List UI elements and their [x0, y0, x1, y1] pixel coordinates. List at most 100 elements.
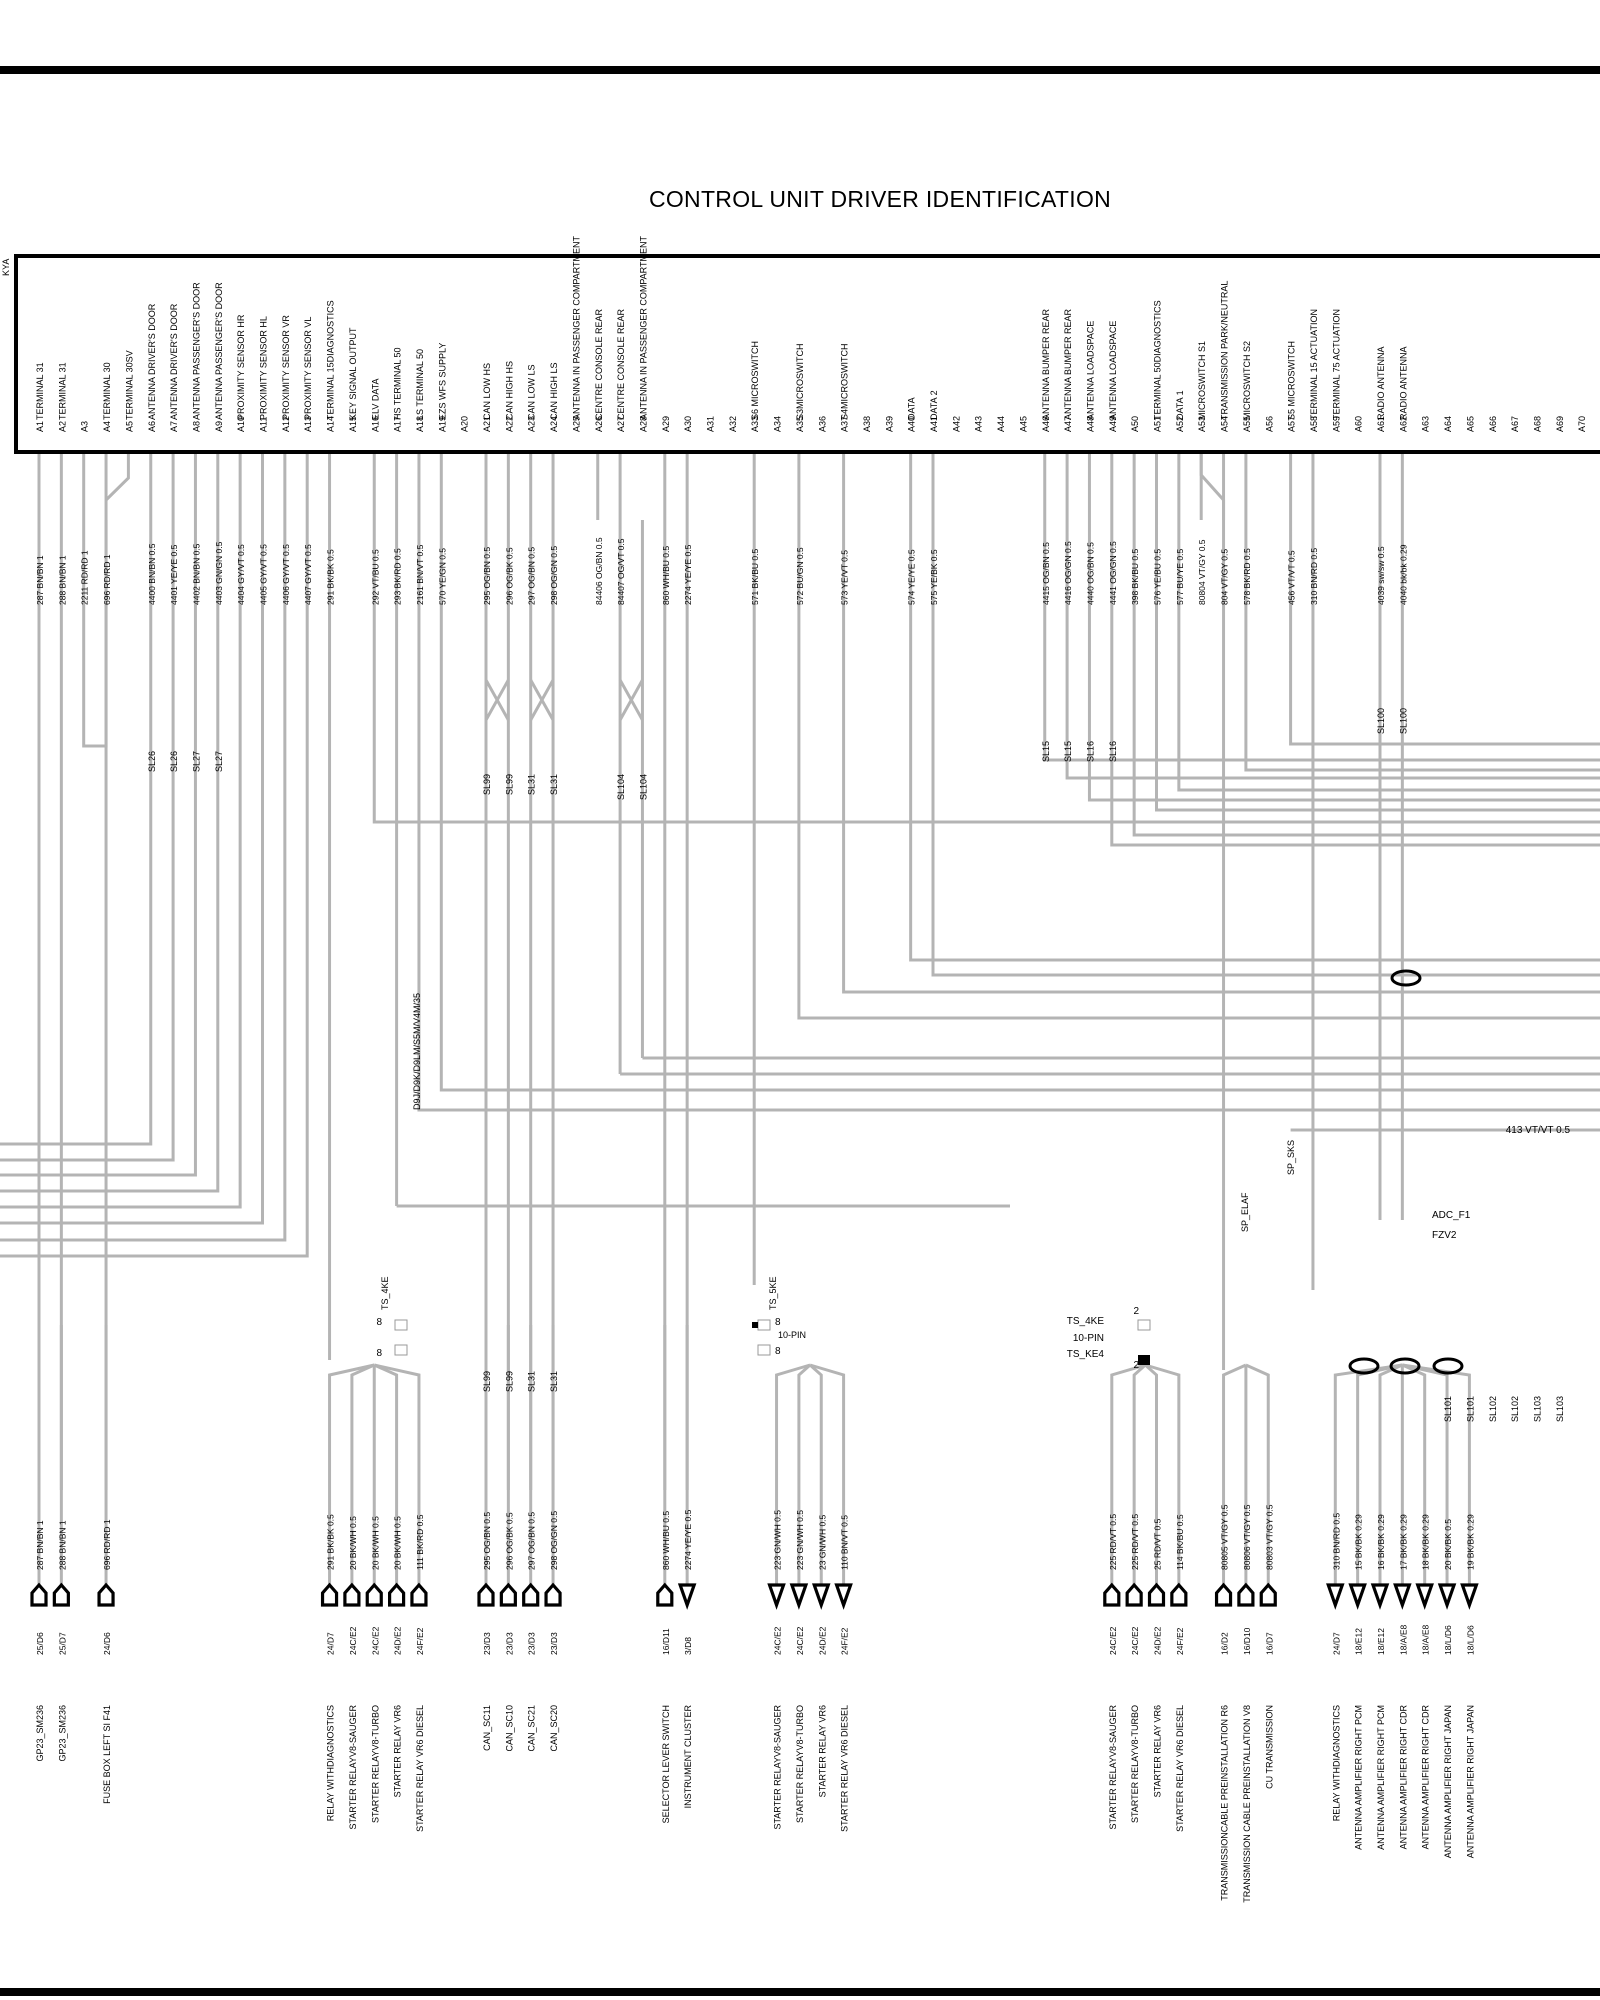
ref-label: 16/D7 [1264, 1632, 1274, 1655]
wire-label: 18 BK/BK 0.29 [1421, 1514, 1431, 1570]
wire-label: 310 BN/RD 0.5 [1309, 548, 1319, 605]
pin-id: A3 [80, 421, 90, 432]
wire-label: 296 OG/BK 0.5 [504, 1512, 514, 1570]
unit-code-label: KYA [1, 259, 11, 276]
ref-label: 18/E12 [1354, 1628, 1364, 1655]
pin-label: S5 MICROSWITCH [1287, 341, 1297, 420]
ref-label: 24C/E2 [1108, 1626, 1118, 1655]
connector-label: 10-PIN [778, 1330, 806, 1340]
destination-label: GP23_SM236 [35, 1705, 45, 1762]
pin-id: A63 [1421, 416, 1431, 432]
bottom-border [0, 1988, 1600, 1996]
ref-label: 25/D6 [35, 1632, 45, 1655]
wire-label: 288 BN/BN 1 [57, 555, 67, 605]
pin-id: A61 [1376, 416, 1386, 432]
connector-arrow-down [1348, 1583, 1367, 1610]
wire-label: 4405 GY/VT 0.5 [259, 544, 269, 605]
pin-number: 8 [376, 1348, 382, 1359]
ref-label: 16/D10 [1242, 1627, 1252, 1655]
pin-id: A12 [281, 416, 291, 432]
splice-point-label: SP_SKS [1286, 1140, 1296, 1175]
pin-number: 2 [1133, 1360, 1139, 1371]
destination-label: ANTENNA AMPLIFIER RIGHT PCM [1354, 1705, 1364, 1850]
pin-id: A37 [840, 416, 850, 432]
pin-id: A7 [169, 421, 179, 432]
shield-oval [1389, 1357, 1421, 1375]
pin-label: CAN LOW HS [482, 363, 492, 420]
wire-label: 15 BK/BK 0.29 [1354, 1514, 1364, 1570]
pin-label: MICROSWITCH S1 [1197, 341, 1207, 420]
wire-label: 84407 OG/VT 0.5 [616, 538, 626, 605]
ref-label: 24D/E2 [393, 1626, 403, 1655]
wire-label: 4039 sw/sw 0.5 [1376, 546, 1386, 605]
pin-label: ANTENNA BUMPER REAR [1041, 308, 1051, 420]
connector-arrow-down [1393, 1583, 1412, 1610]
right-wire [909, 520, 1600, 962]
pin-label: LS TERMINAL 50 [415, 349, 425, 420]
wire-label: 298 OG/GN 0.5 [549, 546, 559, 605]
pin-label: TERMINAL 31 [57, 362, 67, 420]
ref-label: 3/D8 [683, 1637, 693, 1655]
ref-label: 16/D11 [661, 1628, 671, 1655]
destination-label: CAN_SC20 [549, 1705, 559, 1752]
pin-id: A57 [1287, 416, 1297, 432]
pin-id: A31 [706, 416, 716, 432]
ref-label: 24D/E2 [817, 1626, 827, 1655]
pin-id: A17 [393, 416, 403, 432]
sensor-wire [0, 520, 309, 1258]
destination-label: STARTER RELAY VR6 DIESEL [840, 1705, 850, 1832]
destination-label: STARTER RELAYV8-TURBO [1130, 1705, 1140, 1823]
pin-id: A59 [1331, 416, 1341, 432]
destination-label: STARTER RELAY VR6 [817, 1705, 827, 1797]
pin-label: RADIO ANTENNA [1398, 346, 1408, 420]
harness-note: D9J/D9K/D9LM/S5M/V4M/35 [412, 993, 422, 1110]
pin-number: 8 [775, 1346, 781, 1357]
sensor-wire [0, 520, 197, 1177]
ref-label: 16/D2 [1220, 1632, 1230, 1655]
loop-wire [82, 520, 108, 748]
pin-id: A39 [884, 416, 894, 432]
wire-label: 297 OG/BN 0.5 [527, 547, 537, 605]
connector-arrow-down [834, 1583, 853, 1610]
wire-label: 84406 OG/BN 0.5 [594, 537, 604, 605]
wire-label: 20 BK/WH 0.5 [370, 1516, 380, 1570]
pin-label: KEY SIGNAL OUTPUT [348, 327, 358, 420]
splice-label: SL104 [638, 774, 648, 800]
pin-id: A47 [1063, 416, 1073, 432]
wire-label: 19 BK/BK 0.29 [1465, 1514, 1475, 1570]
destination-label: CAN_SC10 [504, 1705, 514, 1752]
splice-label: SL15 [1063, 741, 1073, 762]
splice-label: SL103 [1532, 1396, 1542, 1422]
pin-id: A49 [1108, 416, 1118, 432]
pin-label: S4MICROSWITCH [840, 344, 850, 421]
ref-label: 23/D3 [504, 1632, 514, 1655]
pin-id: A19 [437, 416, 447, 432]
control-unit-box [14, 254, 1600, 454]
connector-arrow-up [343, 1582, 361, 1607]
destination-label: RELAY WITHDIAGNOSTICS [326, 1705, 336, 1821]
splice-label: SL31 [549, 1371, 559, 1392]
pin-label: ANTENNA IN PASSENGER COMPARTMENT [571, 235, 581, 420]
pin-number: 2 [1133, 1306, 1139, 1317]
page-frame [0, 66, 1600, 1996]
pin-label: CAN LOW LS [527, 364, 537, 420]
connector-dot [752, 1322, 758, 1328]
pin-id: A53 [1197, 416, 1207, 432]
connector-label: TS_5KE [768, 1276, 778, 1310]
wire-label: 4416 OG/GN 0.5 [1063, 541, 1073, 605]
pin-id: A28 [638, 416, 648, 432]
wire-label: 576 YE/BU 0.5 [1153, 549, 1163, 605]
fan-wire [350, 1363, 375, 1585]
destination-label: GP23_SM236 [57, 1705, 67, 1762]
pin-id: A16 [370, 416, 380, 432]
pin-id: A6 [147, 421, 157, 432]
pin-id: A62 [1398, 416, 1408, 432]
wire-label: 291 BK/BK 0.5 [326, 1514, 336, 1570]
pin-label: HS TERMINAL 50 [393, 347, 403, 420]
wire-label: 225 RD/VT 0.5 [1108, 1514, 1118, 1570]
destination-label: ANTENNA AMPLIFIER RIGHT CDR [1398, 1705, 1408, 1850]
fan-wire [328, 1363, 375, 1585]
connector-label: TS_4KE [1067, 1316, 1105, 1327]
wire-label: 4441 OG/GN 0.5 [1108, 541, 1118, 605]
